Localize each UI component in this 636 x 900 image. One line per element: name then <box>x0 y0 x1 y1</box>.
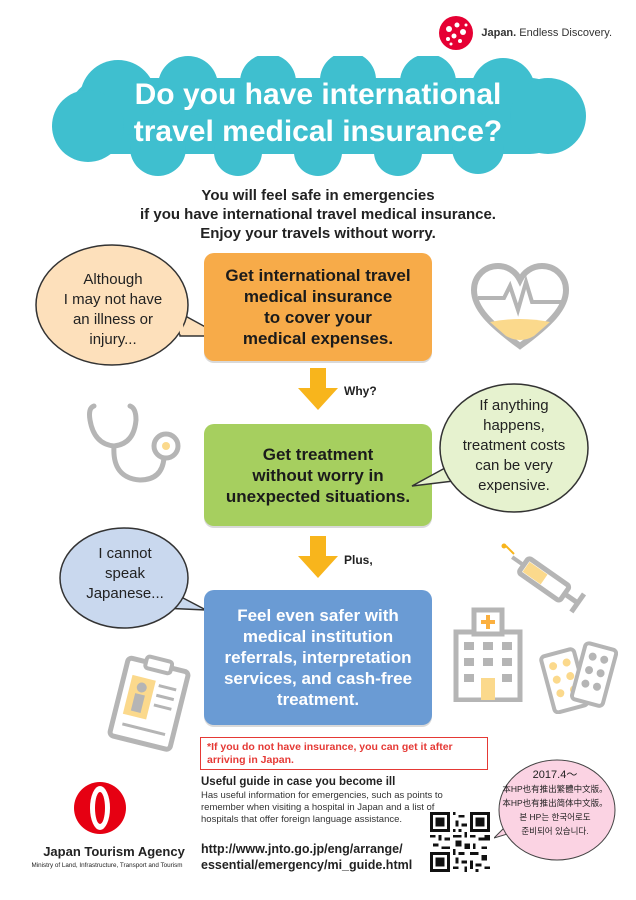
arrow-label-plus: Plus, <box>344 553 373 567</box>
intro-line-3: Enjoy your travels without worry. <box>200 225 436 242</box>
agency-ministry: Ministry of Land, Infrastructure, Transp… <box>31 862 183 869</box>
syringe-icon <box>501 543 587 614</box>
intro-line-1: You will feel safe in emergencies <box>201 187 435 204</box>
clipboard-icon <box>107 654 191 752</box>
page-title: Do you have international travel medical… <box>60 76 576 150</box>
agency-name: Japan Tourism Agency <box>43 844 185 859</box>
arrow-label-why: Why? <box>344 384 377 398</box>
intro-line-2: if you have international travel medical… <box>140 206 496 223</box>
japan-tourism-agency-logo-icon <box>74 782 126 834</box>
title-cloud <box>52 56 586 176</box>
brand-logo: Japan. Endless Discovery. <box>437 14 612 52</box>
qr-code-icon[interactable] <box>430 812 490 872</box>
intro-text: You will feel safe in emergencies if you… <box>80 186 556 243</box>
cherry-blossom-logo-icon <box>439 16 474 50</box>
brand-text: Japan. Endless Discovery. <box>481 27 612 39</box>
heart-monitor-icon <box>470 262 570 350</box>
speech-bubble-costs <box>411 383 589 513</box>
language-availability-bubble <box>494 759 616 861</box>
title-line-1: Do you have international <box>134 78 502 111</box>
guide-description: Has useful information for emergencies, … <box>201 790 443 825</box>
hospital-icon <box>453 607 523 702</box>
stethoscope-icon <box>87 403 181 483</box>
speech-bubble-language <box>59 527 207 629</box>
guide-url-link[interactable]: http://www.jnto.go.jp/eng/arrange/essent… <box>201 842 413 872</box>
arrow-down-icon-2 <box>298 536 338 578</box>
arrow-down-icon-1 <box>298 368 338 410</box>
title-line-2: travel medical insurance? <box>133 115 503 148</box>
language-availability-text: 2017.4～ 本HP也有推出繁體中文版。 本HP也有推出简体中文版。 본 HP… <box>502 769 608 836</box>
pills-icon <box>539 641 618 714</box>
insurance-note: *If you do not have insurance, you can g… <box>200 737 488 770</box>
guide-title: Useful guide in case you become ill <box>201 776 396 788</box>
